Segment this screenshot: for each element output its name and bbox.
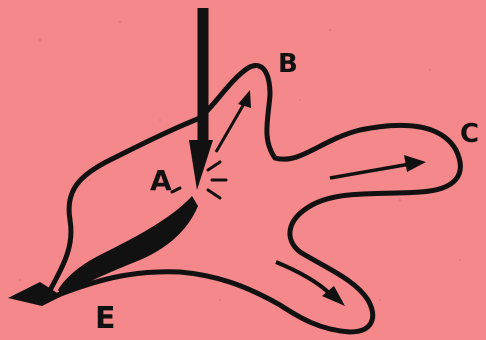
arrow-to-c-shaft — [330, 164, 410, 178]
star-outline — [45, 66, 460, 332]
label-b: B — [278, 49, 298, 79]
arrow-to-b-head — [238, 90, 251, 108]
label-e: E — [95, 301, 116, 336]
label-c: C — [460, 119, 479, 149]
arrow-to-b-shaft — [216, 102, 245, 152]
label-a: A — [150, 164, 172, 197]
paper-speckles — [19, 21, 461, 301]
down-arrow-head — [189, 140, 213, 190]
arrow-to-c-head — [404, 155, 426, 172]
arrow-to-e-body — [58, 196, 198, 296]
